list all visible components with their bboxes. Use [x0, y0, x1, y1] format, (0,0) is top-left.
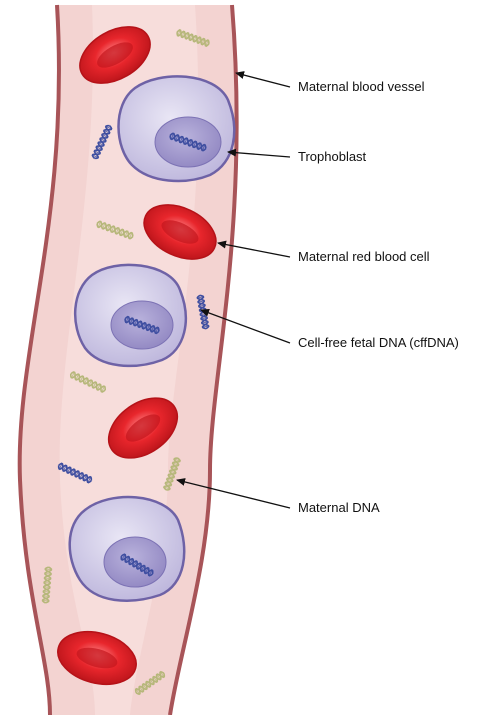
- label-cffdna: Cell-free fetal DNA (cffDNA): [298, 335, 459, 351]
- trophoblast-cell: [119, 76, 235, 181]
- label-trophoblast: Trophoblast: [298, 149, 366, 165]
- label-maternal-dna: Maternal DNA: [298, 500, 380, 516]
- trophoblast-cell: [70, 497, 185, 601]
- trophoblast-cell: [75, 265, 186, 366]
- arrow-maternal-blood-vessel: [236, 73, 290, 87]
- label-maternal-red-blood-cell: Maternal red blood cell: [298, 249, 430, 265]
- label-maternal-blood-vessel: Maternal blood vessel: [298, 79, 424, 95]
